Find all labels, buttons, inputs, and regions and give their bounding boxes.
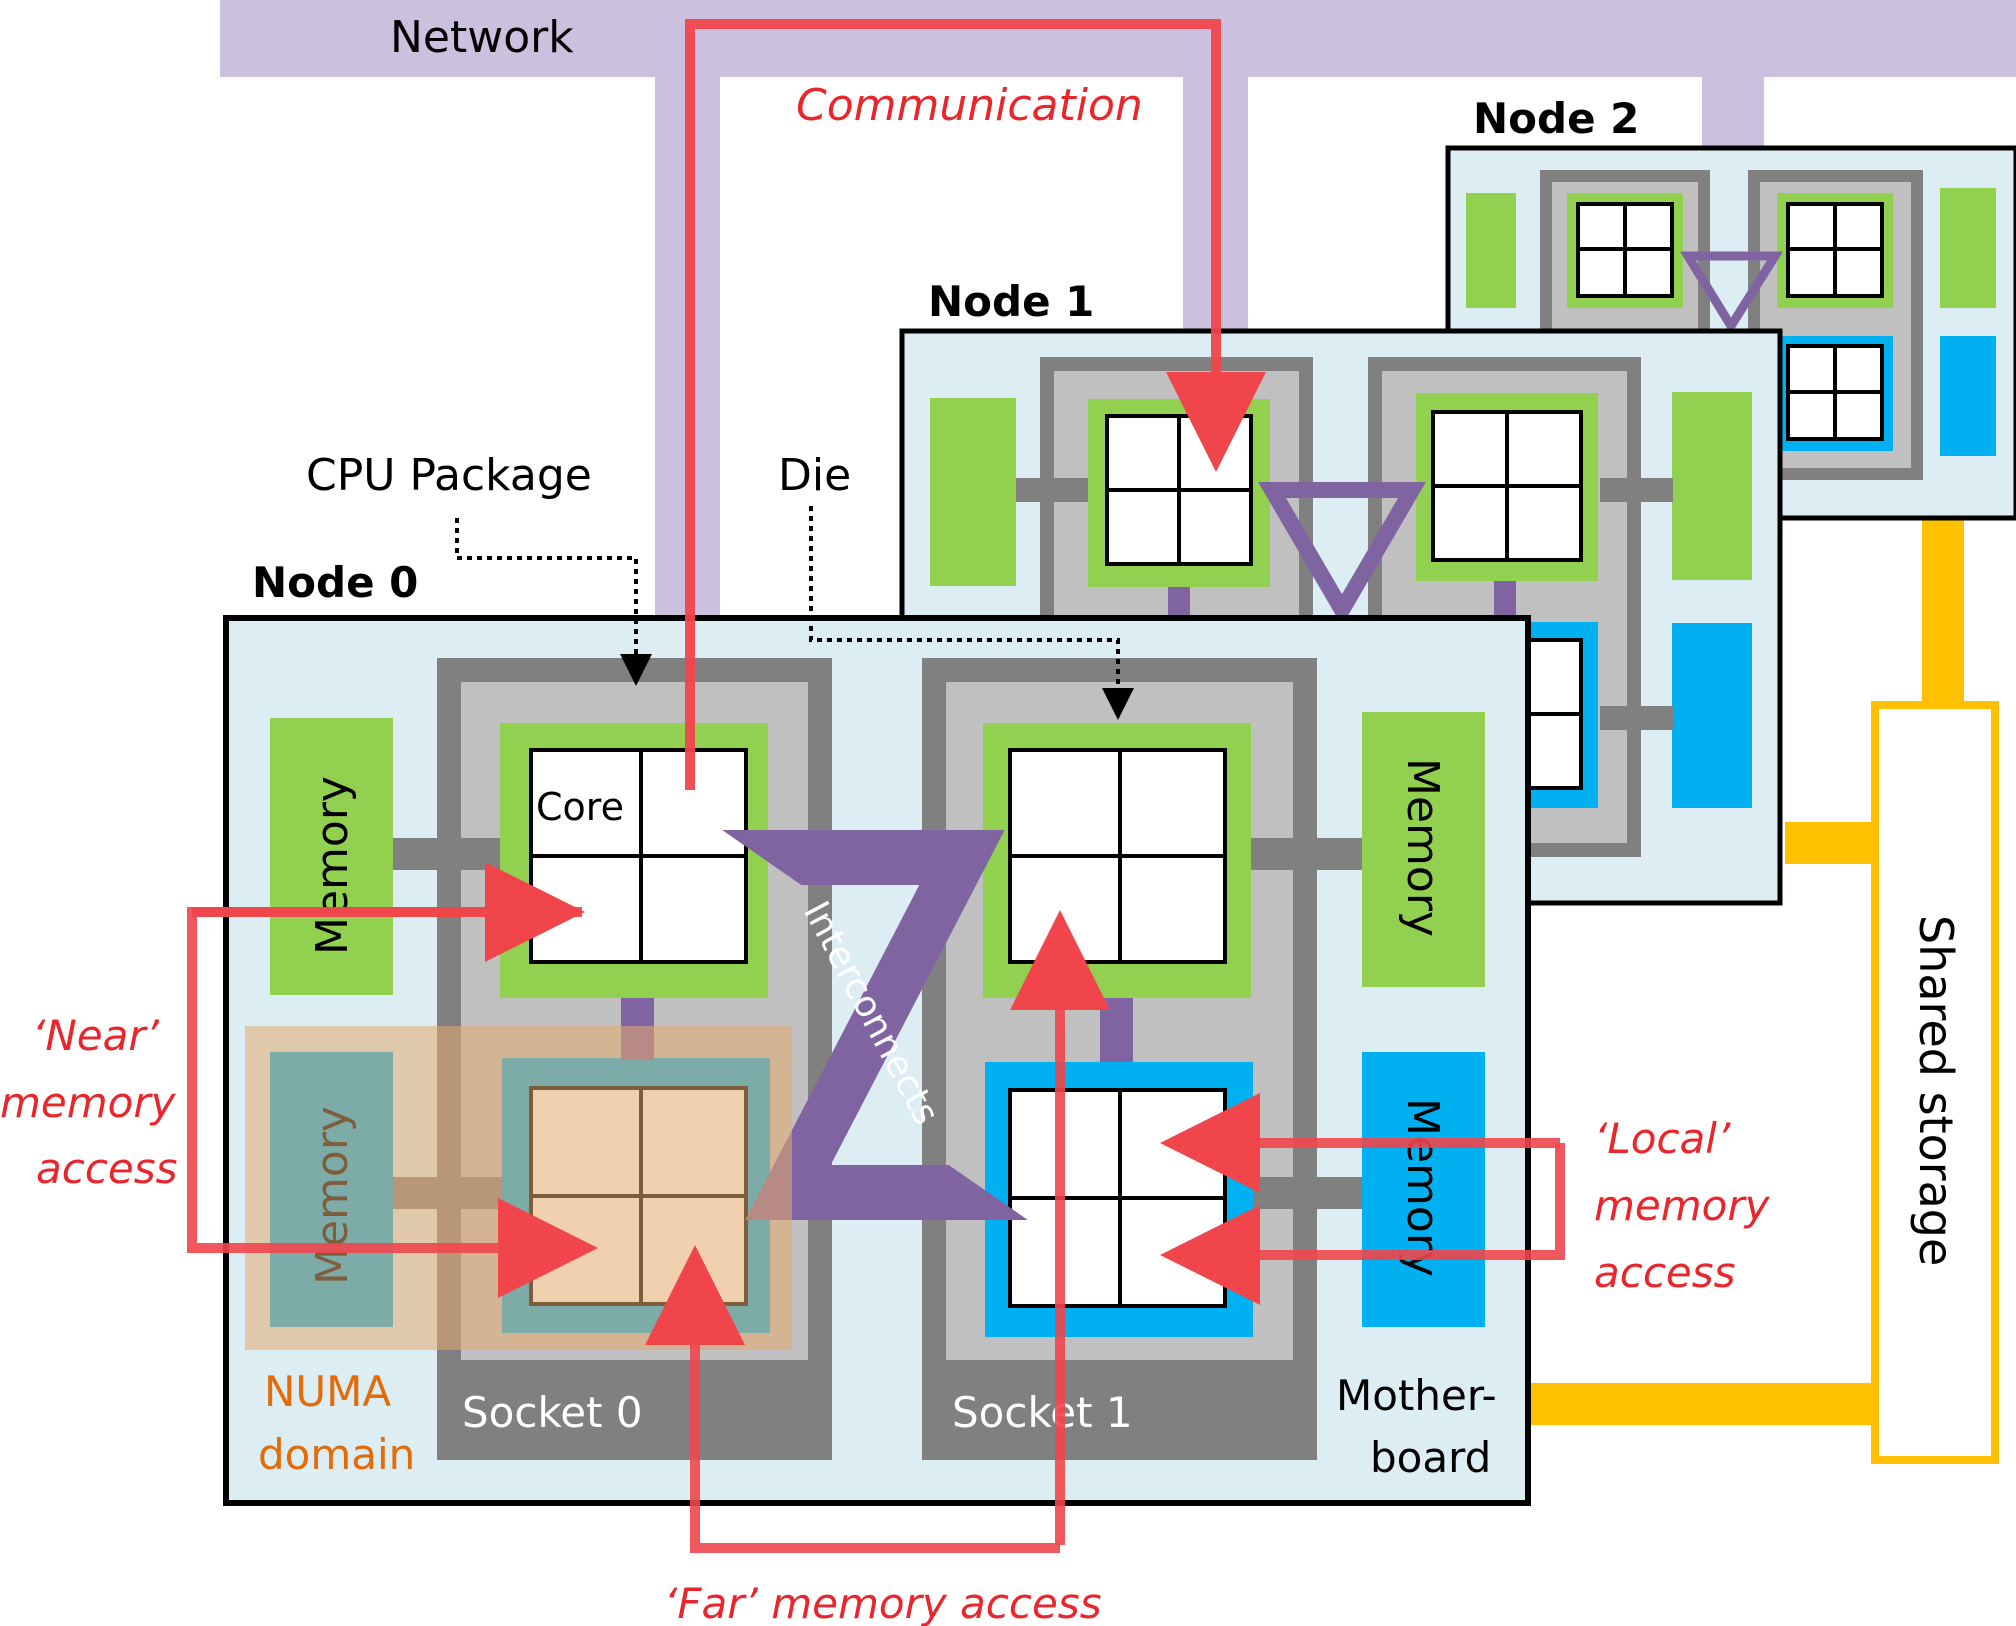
memory-label: Memory [1397, 1098, 1448, 1277]
node-2-label: Node 2 [1473, 94, 1639, 143]
shared-storage-label: Shared storage [1909, 915, 1963, 1266]
core [639, 854, 748, 964]
memory-0-top: Memory [270, 718, 393, 995]
memory-1-bottom: Memory [1362, 1052, 1485, 1327]
memory-1-top: Memory [1362, 712, 1485, 987]
die-socket1-blue [985, 1062, 1253, 1337]
communication-arrow [685, 19, 1266, 790]
numa-label-line1: NUMA [264, 1367, 391, 1416]
memory-label: Memory [1397, 758, 1448, 937]
local-label-line1: ‘Local’ [1594, 1114, 1731, 1163]
socket-1-label: Socket 1 [952, 1388, 1133, 1437]
far-label: ‘Far’ memory access [664, 1579, 1102, 1626]
numa-label-line2: domain [258, 1430, 415, 1479]
near-memory-access-arrow [187, 862, 598, 1298]
local-label-line3: access [1594, 1248, 1736, 1297]
cpu-package-pointer [455, 518, 652, 686]
near-label-line3: access [36, 1144, 178, 1193]
network-label: Network [390, 12, 574, 63]
local-memory-access-arrow [1160, 1093, 1565, 1305]
memory-label: Memory [307, 776, 358, 955]
numa-domain [245, 1026, 792, 1350]
communication-label: Communication [796, 80, 1143, 131]
core-label: Core [536, 785, 624, 829]
die-label: Die [778, 450, 851, 501]
core [1008, 748, 1122, 858]
interconnects [722, 830, 1028, 1220]
core [1118, 854, 1227, 964]
node-1-label: Node 1 [928, 277, 1094, 326]
motherboard-label-line1: Mother- [1336, 1371, 1497, 1420]
cpu-package-label: CPU Package [306, 450, 592, 501]
far-memory-access-arrow [645, 910, 1110, 1553]
socket-0-label: Socket 0 [462, 1388, 643, 1437]
die-socket0-green [500, 723, 768, 998]
die-link [1100, 998, 1133, 1062]
shared-storage [1871, 701, 1999, 1464]
shared-storage-links [1530, 520, 1964, 1425]
node-0-label: Node 0 [252, 558, 418, 607]
local-label-line2: memory [1594, 1181, 1771, 1230]
near-label-line1: ‘Near’ [32, 1011, 160, 1060]
core [1118, 748, 1227, 858]
motherboard-label-line2: board [1370, 1433, 1491, 1482]
near-label-line2: memory [0, 1078, 177, 1127]
die-socket1-green [983, 723, 1251, 998]
